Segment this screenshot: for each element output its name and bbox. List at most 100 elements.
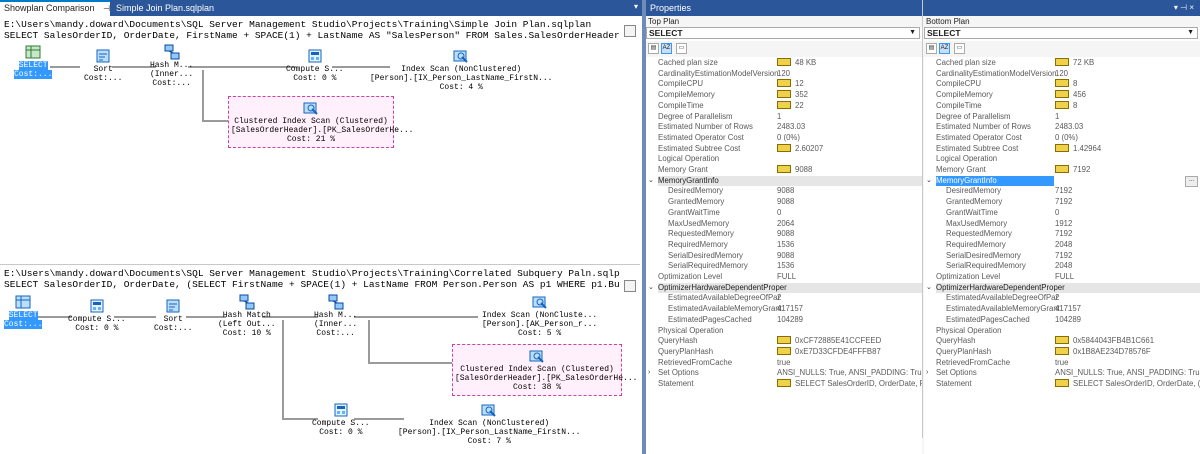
property-value[interactable]: true <box>777 358 922 369</box>
plan-node-clustered-index-scan[interactable]: Clustered Index Scan (Clustered) [SalesO… <box>452 344 622 396</box>
alphabetical-icon[interactable]: AZ <box>661 43 672 54</box>
plan-node-index-scan[interactable]: Index Scan (NonClustered) [Person].[IX_P… <box>370 48 552 92</box>
property-row[interactable]: CardinalityEstimationModelVersion120 <box>924 69 1200 80</box>
property-row[interactable]: Estimated Subtree Cost2.60207 <box>646 144 922 155</box>
property-value[interactable]: 417157 <box>777 304 922 315</box>
expander-icon[interactable]: ⌄ <box>926 283 932 294</box>
property-row[interactable]: Logical Operation <box>646 154 922 165</box>
property-value[interactable]: 2483.03 <box>1055 122 1200 133</box>
property-row[interactable]: Logical Operation <box>924 154 1200 165</box>
property-value[interactable]: 9088 <box>777 186 922 197</box>
property-row[interactable]: MaxUsedMemory2064 <box>646 219 922 230</box>
property-row[interactable]: ›Set OptionsANSI_NULLS: True, ANSI_PADDI… <box>646 368 922 379</box>
property-value[interactable]: 72 KB <box>1055 58 1200 69</box>
property-value[interactable]: 0 (0%) <box>1055 133 1200 144</box>
property-row[interactable]: GrantWaitTime0 <box>924 208 1200 219</box>
property-row[interactable]: Degree of Parallelism1 <box>924 112 1200 123</box>
property-row[interactable]: DesiredMemory9088 <box>646 186 922 197</box>
property-value[interactable]: 9088 <box>777 165 922 176</box>
property-row[interactable]: QueryHash0xCF72885E41CCFEED <box>646 336 922 347</box>
property-value[interactable]: FULL <box>1055 272 1200 283</box>
plan-node-sort[interactable]: Sort Cost:... <box>154 298 192 333</box>
property-value[interactable]: 104289 <box>1055 315 1200 326</box>
property-value[interactable]: 7192 <box>1055 165 1200 176</box>
property-value[interactable]: 9088 <box>777 251 922 262</box>
expander-icon[interactable]: › <box>926 368 928 379</box>
property-value[interactable]: 417157 <box>1055 304 1200 315</box>
plan-scroll-button[interactable] <box>624 280 636 292</box>
property-row[interactable]: RequiredMemory1536 <box>646 240 922 251</box>
property-value[interactable]: true <box>1055 358 1200 369</box>
bottom-plan-pane[interactable]: E:\Users\mandy.doward\Documents\SQL Serv… <box>0 266 640 454</box>
property-value[interactable]: 0x5844043FB4B1C661 <box>1055 336 1200 347</box>
tab-showplan-comparison[interactable]: Showplan Comparison ⊣ × <box>0 0 110 16</box>
property-pages-icon[interactable]: ▭ <box>676 43 687 54</box>
property-value[interactable]: 0 (0%) <box>777 133 922 144</box>
plan-node-index-scan-ix[interactable]: Index Scan (NonClustered) [Person].[IX_P… <box>398 402 580 446</box>
property-row[interactable]: Degree of Parallelism1 <box>646 112 922 123</box>
property-row[interactable]: CompileCPU12 <box>646 79 922 90</box>
chevron-down-icon[interactable]: ▼ <box>909 28 916 38</box>
property-value[interactable]: 456 <box>1055 90 1200 101</box>
property-row[interactable]: QueryPlanHash0xE7D33CFDE4FFFB87 <box>646 347 922 358</box>
property-value[interactable]: 12 <box>777 79 922 90</box>
property-row[interactable]: EstimatedAvailableMemoryGrant417157 <box>646 304 922 315</box>
property-row[interactable]: StatementSELECT SalesOrderID, OrderDate,… <box>646 379 922 390</box>
property-value[interactable]: 120 <box>777 69 922 80</box>
property-row[interactable]: CompileCPU8 <box>924 79 1200 90</box>
property-row[interactable]: ⌄MemoryGrantInfo... <box>924 176 1200 187</box>
plan-node-index-scan-ak[interactable]: Index Scan (NonCluste... [Person].[AK_Pe… <box>482 294 597 338</box>
expander-icon[interactable]: ⌄ <box>648 176 654 187</box>
property-row[interactable]: SerialRequiredMemory1536 <box>646 261 922 272</box>
property-value[interactable]: 22 <box>777 101 922 112</box>
plan-node-hash-match-inner[interactable]: Hash M... (Inner... Cost:... <box>314 294 357 338</box>
property-value[interactable]: 1912 <box>1055 219 1200 230</box>
property-row[interactable]: EstimatedAvailableMemoryGrant417157 <box>924 304 1200 315</box>
property-value[interactable]: 9088 <box>777 197 922 208</box>
property-value[interactable]: SELECT SalesOrderID, OrderDate, (SE <box>1055 379 1200 390</box>
expander-icon[interactable]: › <box>648 368 650 379</box>
property-value[interactable]: 2048 <box>1055 240 1200 251</box>
expander-icon[interactable]: ⌄ <box>926 176 932 187</box>
tab-simple-join-plan[interactable]: Simple Join Plan.sqlplan <box>112 0 222 16</box>
property-value[interactable]: FULL <box>777 272 922 283</box>
property-row[interactable]: Estimated Number of Rows2483.03 <box>646 122 922 133</box>
property-row[interactable]: GrantWaitTime0 <box>646 208 922 219</box>
property-row[interactable]: RetrievedFromCachetrue <box>924 358 1200 369</box>
property-value[interactable]: 2048 <box>1055 261 1200 272</box>
property-value[interactable]: 2064 <box>777 219 922 230</box>
property-value[interactable]: 7192 <box>1055 229 1200 240</box>
ellipsis-button[interactable]: ... <box>1185 176 1198 187</box>
window-controls[interactable]: ▾ ⊣ × <box>1174 0 1194 16</box>
tab-overflow-icon[interactable]: ▾ <box>634 2 638 11</box>
property-row[interactable]: Estimated Subtree Cost1.42964 <box>924 144 1200 155</box>
property-row[interactable]: ⌄OptimizerHardwareDependentProper <box>646 283 922 294</box>
property-row[interactable]: CompileMemory456 <box>924 90 1200 101</box>
property-value[interactable]: ANSI_NULLS: True, ANSI_PADDING: True, ..… <box>777 368 922 379</box>
property-row[interactable]: Cached plan size48 KB <box>646 58 922 69</box>
property-row[interactable]: Optimization LevelFULL <box>646 272 922 283</box>
property-row[interactable]: EstimatedPagesCached104289 <box>924 315 1200 326</box>
property-row[interactable]: Physical Operation <box>924 326 1200 337</box>
property-row[interactable]: SerialDesiredMemory9088 <box>646 251 922 262</box>
property-row[interactable]: ›Set OptionsANSI_NULLS: True, ANSI_PADDI… <box>924 368 1200 379</box>
property-value[interactable]: 0x1B8AE234D78576F <box>1055 347 1200 358</box>
property-value[interactable]: 2 <box>777 293 922 304</box>
property-value[interactable]: 7192 <box>1055 197 1200 208</box>
property-value[interactable]: 1536 <box>777 261 922 272</box>
property-value[interactable]: 8 <box>1055 79 1200 90</box>
property-row[interactable]: StatementSELECT SalesOrderID, OrderDate,… <box>924 379 1200 390</box>
plan-scroll-button[interactable] <box>624 25 636 37</box>
property-row[interactable]: Memory Grant7192 <box>924 165 1200 176</box>
property-value[interactable]: 48 KB <box>777 58 922 69</box>
property-value[interactable]: 352 <box>777 90 922 101</box>
property-value[interactable]: 8 <box>1055 101 1200 112</box>
property-value[interactable]: 1.42964 <box>1055 144 1200 155</box>
property-row[interactable]: Optimization LevelFULL <box>924 272 1200 283</box>
property-value[interactable]: 0xCF72885E41CCFEED <box>777 336 922 347</box>
property-row[interactable]: QueryHash0x5844043FB4B1C661 <box>924 336 1200 347</box>
property-value[interactable]: 120 <box>1055 69 1200 80</box>
plan-node-clustered-index-scan[interactable]: Clustered Index Scan (Clustered) [SalesO… <box>228 96 394 148</box>
property-row[interactable]: GrantedMemory9088 <box>646 197 922 208</box>
column-divider[interactable] <box>922 0 923 438</box>
